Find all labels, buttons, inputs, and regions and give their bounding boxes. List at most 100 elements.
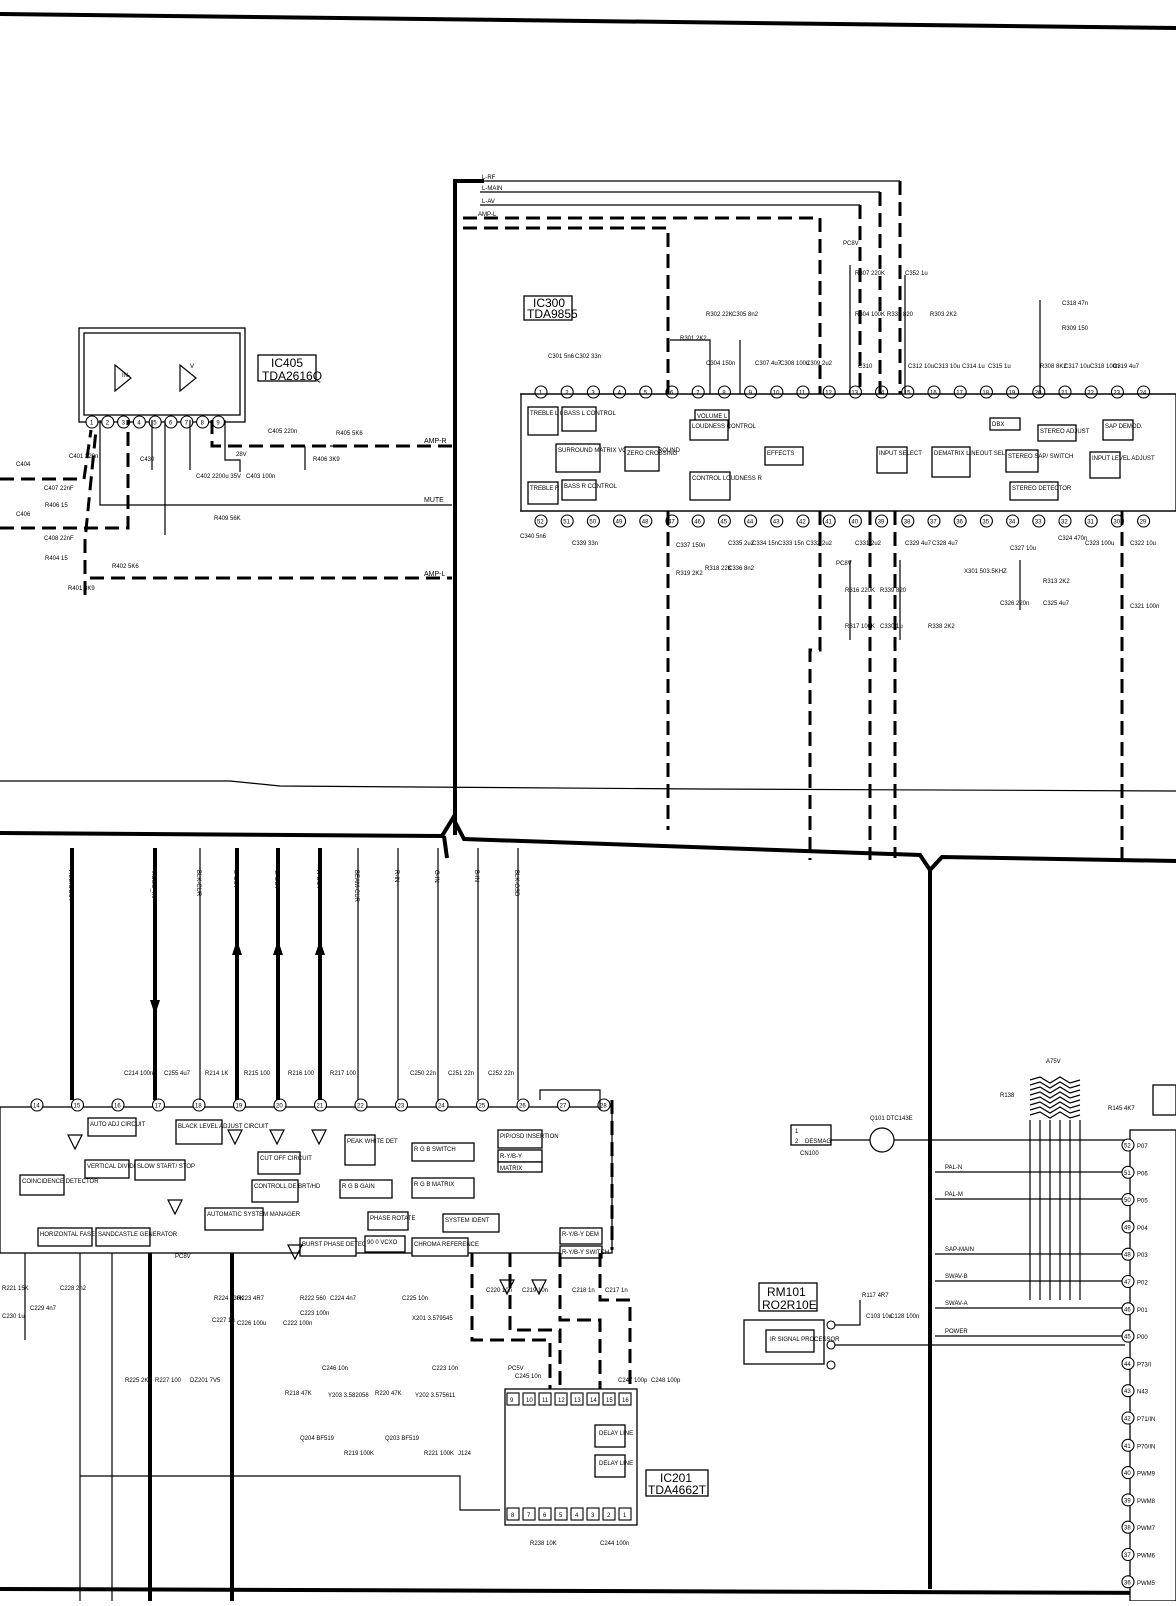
- ic300-top-component: C317 10u: [1064, 364, 1090, 370]
- ic300-block: [931, 446, 971, 478]
- ic300-bottom-pin-36: [953, 514, 967, 528]
- micro-pin: [1121, 1438, 1135, 1452]
- ic300-bottom-pin-50: [586, 514, 600, 528]
- ic201-top-pin: [570, 1392, 584, 1406]
- micro-pin-name: PWM7: [1137, 1526, 1156, 1532]
- ic300-bottom-pin-label: 31: [1087, 520, 1094, 526]
- video-block-label: BURST PHASE DETECTOR: [302, 1242, 379, 1248]
- micro-pin-number: 48: [1124, 1253, 1131, 1259]
- video-bottom-component: X201 3.579545: [412, 1316, 453, 1322]
- micro-pin-name: P05: [1137, 1199, 1148, 1205]
- ic300-bottom-component: C333 15n: [778, 541, 804, 547]
- ic300-top-pin-1: [534, 385, 548, 399]
- ic405-pin-4: [132, 415, 146, 429]
- micro-pin-name: P06: [1137, 1171, 1148, 1177]
- video-bottom-component: J124: [458, 1451, 472, 1457]
- ic201-ref: IC201: [660, 1471, 692, 1485]
- video-block: [559, 1245, 603, 1259]
- micro-net-label: SWAV-A: [945, 1301, 968, 1307]
- ic300-block: [689, 471, 731, 501]
- ic300-bottom-component: R317 100K: [845, 624, 875, 630]
- video-block: [442, 1213, 500, 1233]
- ic300-bottom-component: C337 150n: [676, 543, 705, 549]
- video-block: [257, 1151, 301, 1175]
- micro-pin-name: P71/IN: [1137, 1417, 1155, 1423]
- net-l-av: L-AV: [482, 199, 495, 205]
- video-pin-label: 14: [33, 1104, 40, 1110]
- ic300-bottom-pin-34: [1006, 514, 1020, 528]
- video-bottom-component: R218 47K: [285, 1391, 312, 1397]
- micro-pin: [1121, 1302, 1135, 1316]
- video-block: [19, 1174, 65, 1196]
- video-block-label: R-Y/B-Y SWITCH: [562, 1250, 609, 1256]
- video-bottom-component: Y202 3.575611: [415, 1393, 456, 1399]
- ic300-top-component: C319 4u7: [1113, 364, 1140, 370]
- ic201-top-pin: [602, 1392, 616, 1406]
- ic300-bottom-component: C336 8n2: [728, 566, 755, 572]
- ic405-pin-1: [85, 415, 99, 429]
- ic300-bottom-pin-44: [744, 514, 758, 528]
- micro-pin-name: P00: [1137, 1335, 1148, 1341]
- video-bus-wiring: [24, 848, 632, 1601]
- video-bottom-component: R221 15K: [2, 1286, 29, 1292]
- r117-label: R117 4R7: [862, 1293, 889, 1299]
- video-pin-25: [475, 1098, 490, 1112]
- video-bus-net-label: AUDIOOUT: [67, 870, 73, 902]
- ic300-ref: IC300: [533, 296, 565, 310]
- ic201-bottom-pin: [586, 1507, 600, 1521]
- svg-text:IN-: IN-: [122, 373, 130, 379]
- ic300-block: [1089, 451, 1121, 479]
- video-top-component: C214 100n: [124, 1071, 153, 1077]
- cn100-label: CN100: [800, 1151, 819, 1157]
- c407-label: C407 22nF: [44, 486, 74, 492]
- video-pin-26: [516, 1098, 530, 1112]
- ic300-block: [1102, 419, 1134, 441]
- ic300-block-label: INPUT SELECT: [879, 451, 922, 457]
- video-block: [344, 1134, 376, 1166]
- svg-text:2: 2: [795, 1139, 799, 1145]
- ic405-pin-label: 4: [137, 421, 141, 427]
- video-block: [497, 1161, 543, 1173]
- amplifier-symbol: [311, 1129, 327, 1146]
- ic300-bottom-component: C328 4u7: [932, 541, 959, 547]
- arrow-b-out: [232, 940, 242, 955]
- micro-net-label: PAL-N: [945, 1165, 962, 1171]
- micro-pin: [1121, 1520, 1135, 1534]
- ic300-bottom-pin-38: [901, 514, 915, 528]
- micro-net-label: POWER: [945, 1329, 968, 1335]
- video-pin-14: [30, 1098, 44, 1112]
- video-bus-net-label: R-IN: [393, 870, 399, 882]
- video-top-component: C255 4u7: [164, 1071, 191, 1077]
- video-bottom-component: C224 4n7: [330, 1296, 357, 1302]
- micro-pin-number: 49: [1124, 1225, 1131, 1231]
- video-bottom-component: C229 4n7: [30, 1306, 57, 1312]
- video-bottom-component: C247 100p: [618, 1378, 648, 1384]
- arrow-r-out: [315, 940, 325, 955]
- c401-label: C401 220n: [69, 454, 98, 460]
- net-amp-r: AMP-R: [424, 438, 447, 445]
- ic300-bottom-component: C327 10u: [1010, 546, 1036, 552]
- ic300-bottom-pin-label: 50: [589, 520, 596, 526]
- ic300-top-pin-16: [927, 385, 941, 399]
- ic300-top-pin-24: [1137, 385, 1151, 399]
- ic300-top-component: C309 2u2: [806, 361, 833, 367]
- amplifier-symbol: [287, 1244, 303, 1261]
- ic300-block-label: STEREO ADJUST: [1040, 429, 1090, 435]
- ic300-bottom-component: C340 5n6: [520, 534, 547, 540]
- video-block: [411, 1142, 475, 1162]
- ic300-block: [555, 443, 601, 473]
- amplifier-symbol: [269, 1129, 285, 1146]
- ic300-block-label: LOUDNESS CONTROL: [692, 424, 757, 430]
- amplifier-symbol: [167, 1199, 183, 1216]
- ic300-top-component: C308 100u: [780, 361, 809, 367]
- video-block: [175, 1119, 223, 1145]
- ic300-bottom-pin-label: 30: [1113, 520, 1120, 526]
- ic300-block-label: DBX: [992, 422, 1004, 428]
- micro-pin: [1121, 1493, 1135, 1507]
- ic201-bottom-pin: [554, 1507, 568, 1521]
- video-block-label: PEAK WHITE DET: [347, 1139, 398, 1145]
- video-block: [497, 1129, 543, 1149]
- micro-pin-number: 51: [1124, 1171, 1131, 1177]
- video-bottom-component: C223 10n: [432, 1366, 458, 1372]
